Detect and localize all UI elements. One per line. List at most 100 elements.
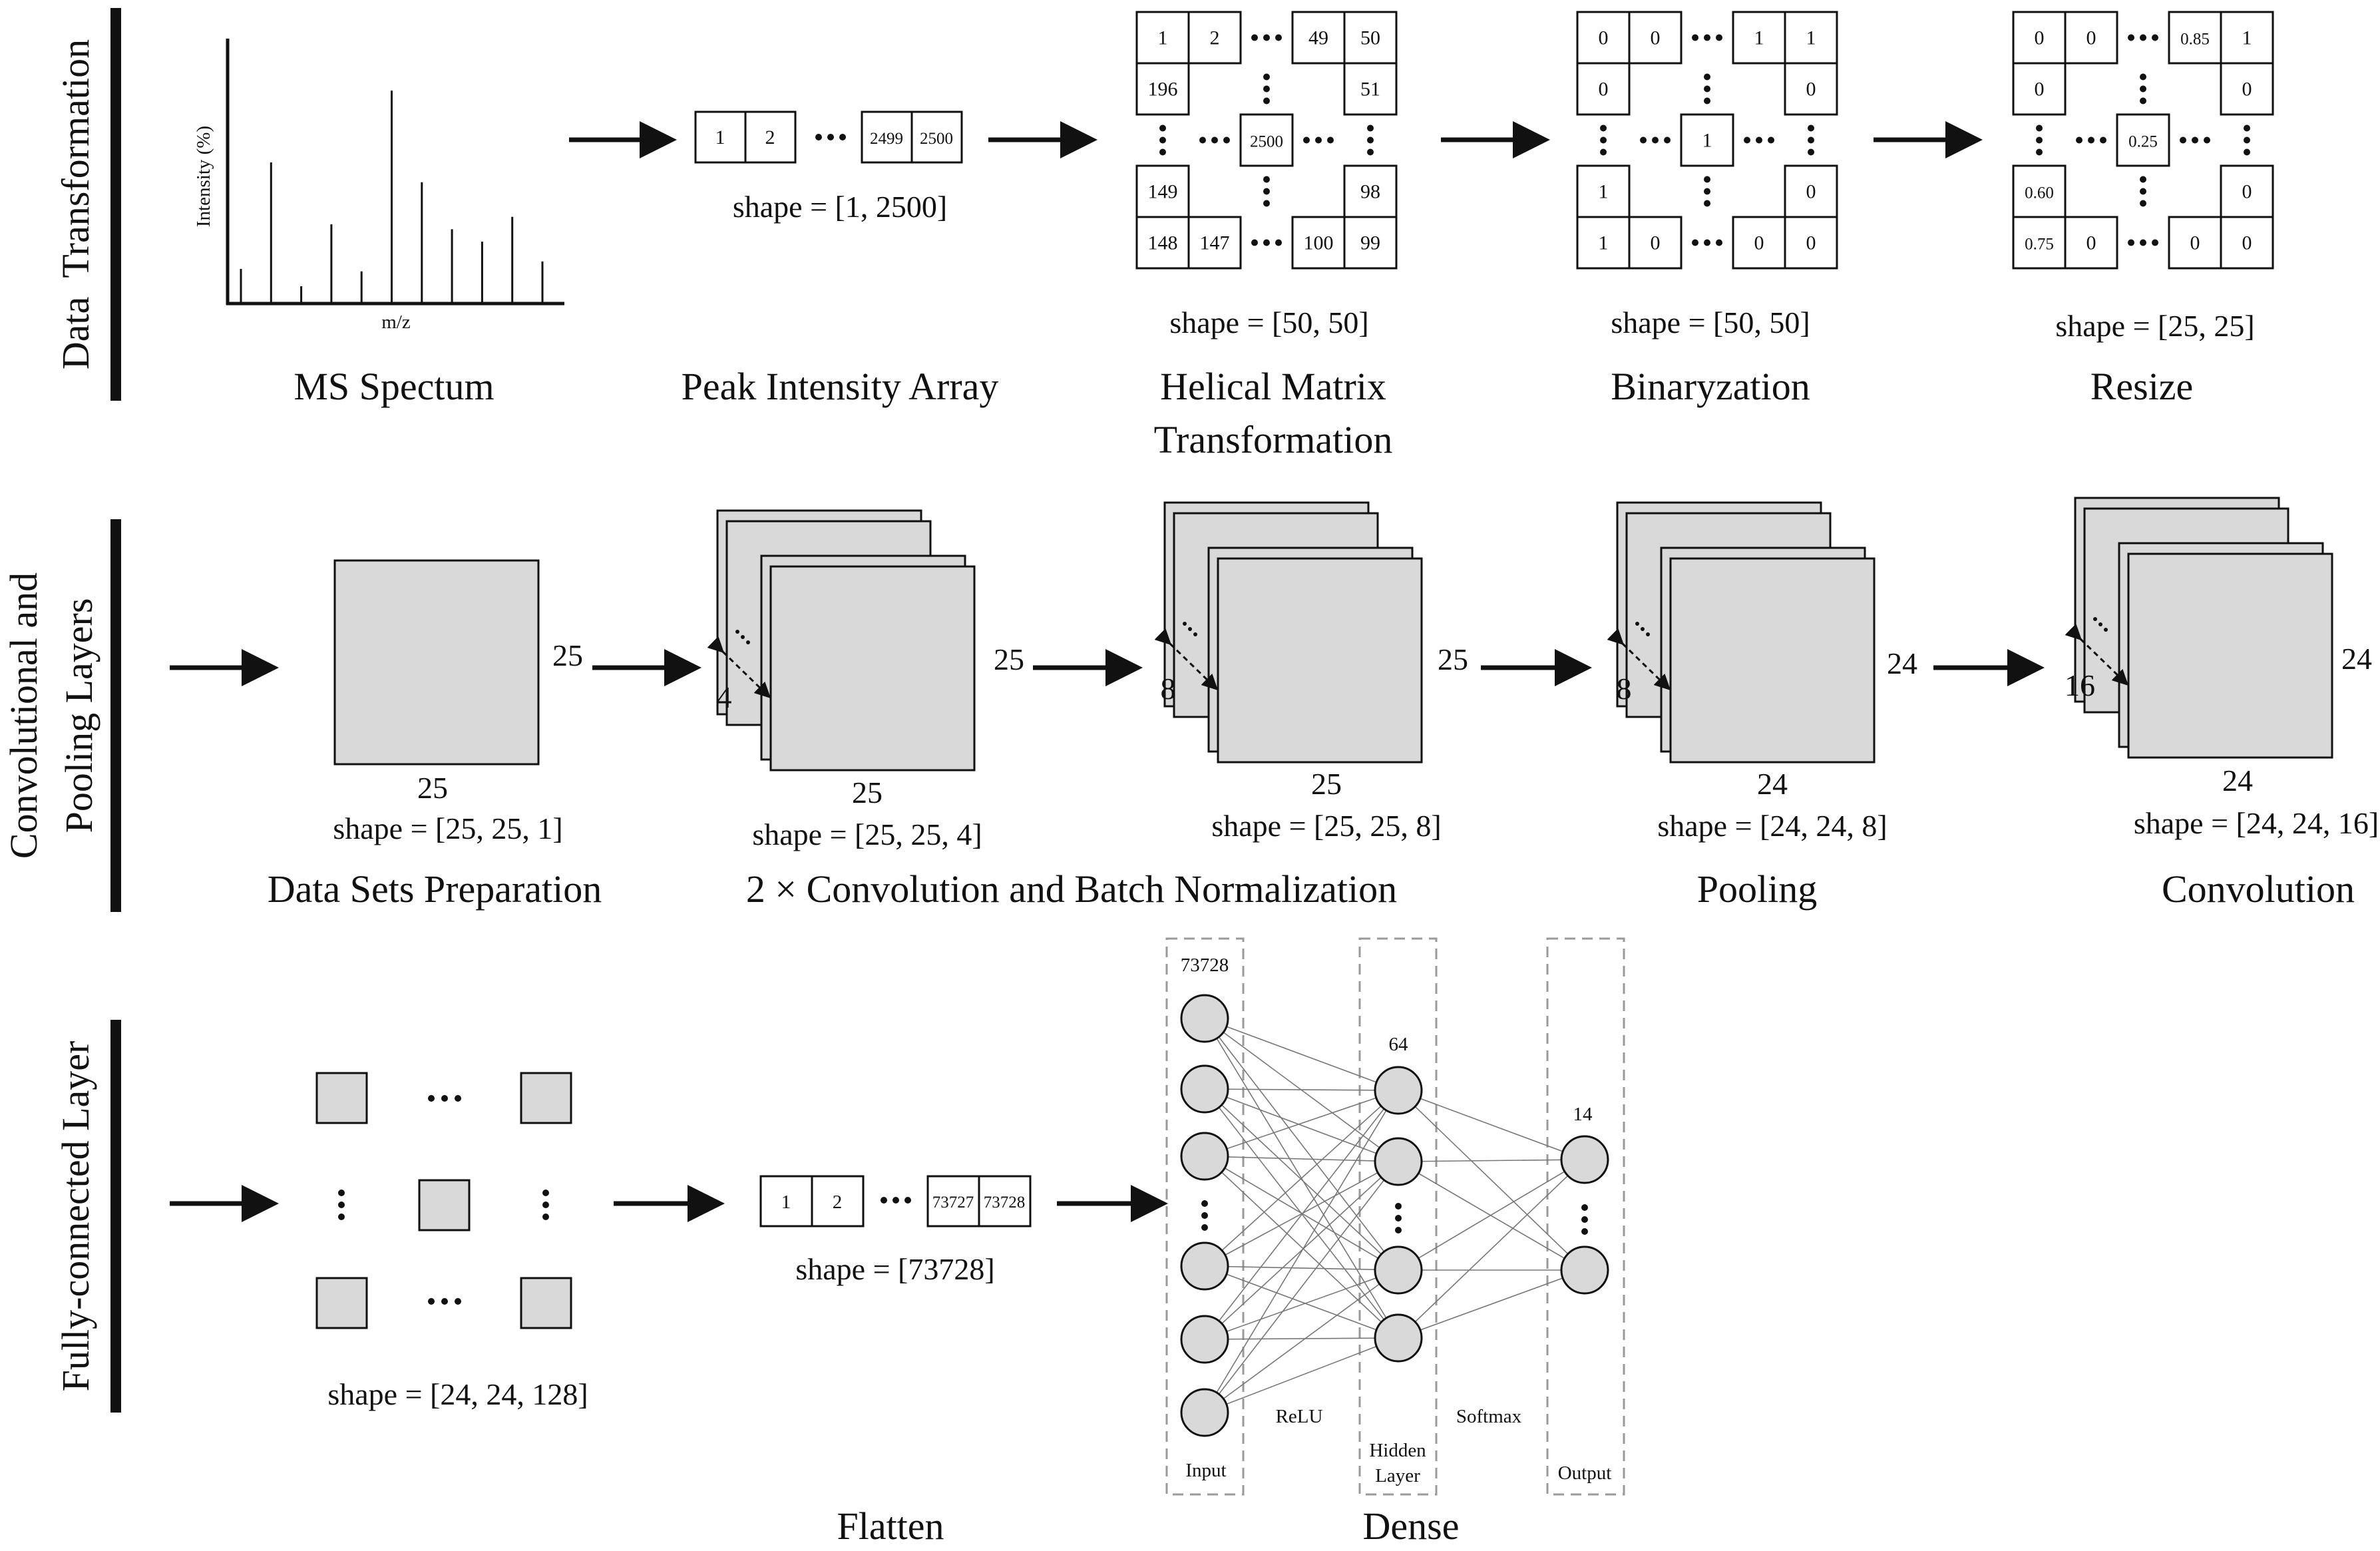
matrix-cell <box>2220 62 2274 116</box>
peak-array-cell: 2500 <box>920 130 953 148</box>
matrix-cell-value: 1 <box>1599 181 1609 203</box>
ellipsis-dots <box>1251 34 1282 41</box>
matrix-cell-value: 0 <box>1651 232 1661 254</box>
stack-ellipsis <box>1635 622 1650 636</box>
ellipsis-dots <box>815 134 846 140</box>
ellipsis-dots <box>1199 136 1230 144</box>
spectrum-peaks <box>240 91 544 304</box>
matrix-cell <box>2220 11 2274 65</box>
conv2-shape: shape = [25, 25, 8] <box>1211 809 1441 843</box>
section-title-conv-pooling-1: Convolutional and <box>2 572 45 859</box>
flatten-shape: shape = [73728] <box>795 1252 994 1286</box>
connection <box>1398 1269 1585 1339</box>
matrix-cell <box>2220 216 2274 270</box>
connection <box>1398 1090 1585 1160</box>
ellipsis-dots <box>2244 124 2250 156</box>
matrix-cell-value: 0 <box>1806 181 1816 203</box>
conv3-caption: Convolution <box>2162 867 2355 911</box>
matrix-cell <box>1784 62 1838 116</box>
matrix-cell-value: 0.25 <box>2128 133 2158 151</box>
matrix-cell-value: 1 <box>1599 232 1609 254</box>
matrix-cell-value: 98 <box>1360 181 1380 203</box>
conv2-channels: 8 <box>1161 672 1176 706</box>
ellipsis-dots <box>1704 73 1710 105</box>
ellipsis-dots <box>1263 73 1270 105</box>
conv3-side-dim: 24 <box>2341 642 2372 676</box>
feature-map-grid <box>315 1072 572 1329</box>
binary-caption: Binaryzation <box>1611 365 1810 408</box>
connection <box>1204 1090 1399 1267</box>
matrix-cell-value: 0 <box>2242 79 2252 101</box>
matrix-cell <box>2064 216 2118 270</box>
ellipsis-dots <box>1367 124 1374 156</box>
ellipsis-dots <box>881 1197 911 1204</box>
conv3-bottom-dim: 24 <box>2222 764 2253 797</box>
conv1-channels: 4 <box>717 680 732 714</box>
ellipsis-dots <box>2036 124 2043 156</box>
ellipsis-dots <box>1600 124 1607 156</box>
peak-array-cell: 2499 <box>870 130 903 148</box>
stack-ellipsis <box>2093 617 2108 632</box>
matrix-cell <box>1576 62 1631 116</box>
matrix-cell-value: 51 <box>1360 79 1380 101</box>
ellipsis-dots <box>2180 136 2210 144</box>
matrix-cell-value: 0 <box>1754 232 1764 254</box>
connection <box>1204 1090 1399 1413</box>
matrix-cell <box>2012 164 2067 218</box>
matrix-cell-value: 0 <box>2086 27 2096 49</box>
neuron <box>1180 1132 1229 1181</box>
connection <box>1398 1090 1585 1271</box>
matrix-cell-value: 0 <box>2035 79 2045 101</box>
matrix-cell-value: 147 <box>1200 232 1230 254</box>
neuron <box>1560 1135 1609 1184</box>
feature-map <box>769 565 976 772</box>
conv1-shape: shape = [25, 25, 4] <box>752 817 982 851</box>
matrix-cell-value: 0.60 <box>2025 184 2054 202</box>
connection <box>1204 1156 1399 1271</box>
pooling-feature-stack <box>1607 501 1876 764</box>
stack-ellipsis <box>735 630 750 644</box>
input-layer-box <box>1165 937 1245 1496</box>
feature-map-square <box>520 1072 572 1124</box>
hidden-label-1: Hidden <box>1369 1440 1426 1461</box>
matrix-cell-value: 49 <box>1308 27 1328 49</box>
matrix-cell-value: 0 <box>2035 27 2045 49</box>
matrix-cell <box>1187 216 1242 270</box>
conv1-feature-stack <box>707 509 976 772</box>
matrix-cell <box>1343 164 1398 218</box>
neuron <box>1374 1137 1423 1186</box>
ms-spectrum-caption: MS Spectum <box>294 365 494 408</box>
channel-depth-arrow <box>2065 623 2129 686</box>
matrix-cell-value: 0 <box>1599 27 1609 49</box>
matrix-cell-value: 0 <box>1806 79 1816 101</box>
section-bar-data-transformation <box>110 8 121 401</box>
connection <box>1204 1265 1399 1339</box>
peak-array-cell: 1 <box>715 126 725 148</box>
network-connections <box>1204 1018 1585 1413</box>
output-count: 14 <box>1573 1104 1593 1125</box>
peak-array-caption: Peak Intensity Array <box>682 365 999 408</box>
connection <box>1398 1159 1585 1271</box>
conv1-side-dim: 25 <box>994 642 1024 676</box>
input-label: Input <box>1185 1460 1226 1481</box>
connection <box>1204 1018 1399 1271</box>
matrix-cell <box>1135 62 1190 116</box>
output-layer-box <box>1546 937 1625 1496</box>
ellipsis-dots <box>1251 239 1282 246</box>
flat-cell: 73727 <box>932 1194 974 1212</box>
spectrum-x-label: m/z <box>381 312 411 333</box>
connection <box>1204 1090 1399 1340</box>
ellipsis-dots <box>2140 176 2146 207</box>
peak-intensity-array: 1 2 2499 2500 <box>694 111 963 164</box>
feature-map <box>1669 557 1876 764</box>
connection <box>1204 1161 1399 1267</box>
hidden-count: 64 <box>1389 1034 1409 1055</box>
matrix-cell-value: 50 <box>1360 27 1380 49</box>
ellipsis-dots <box>2140 73 2146 105</box>
conv2-bottom-dim: 25 <box>1311 767 1342 801</box>
ellipsis-dots <box>2076 136 2106 144</box>
neuron <box>1374 1066 1423 1115</box>
matrix-cell-value: 100 <box>1304 232 1334 254</box>
ellipsis-dots <box>1808 124 1814 156</box>
conv12-caption: 2 × Convolution and Batch Normalization <box>746 867 1397 911</box>
